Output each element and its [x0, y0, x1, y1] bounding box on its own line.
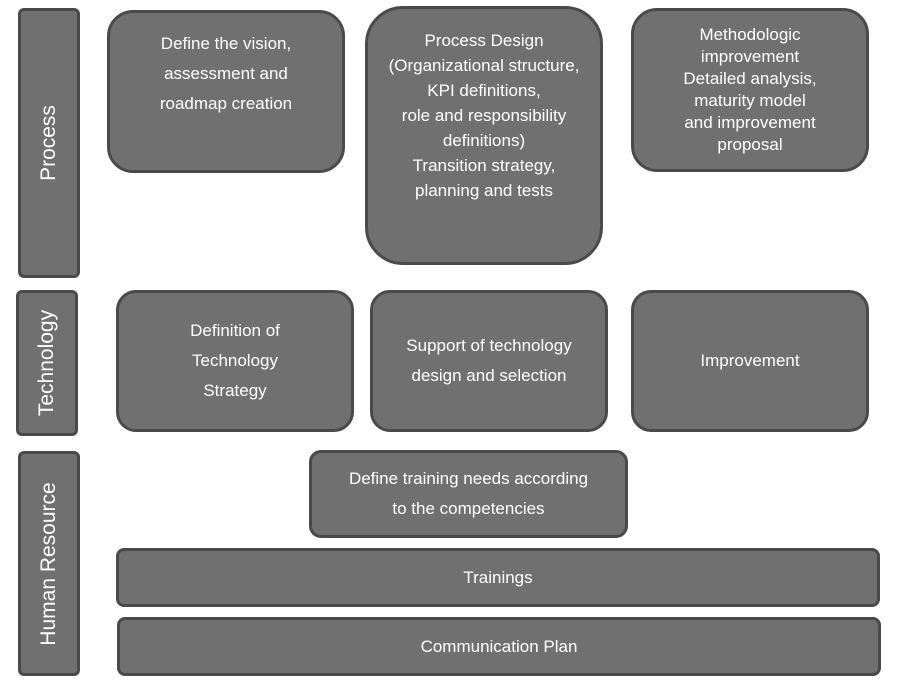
box-technology-strategy: Definition of Technology Strategy	[116, 290, 354, 432]
box-communication-plan-text: Communication Plan	[420, 636, 578, 656]
row-label-technology: Technology	[16, 290, 78, 436]
box-methodologic-improvement: Methodologic improvement Detailed analys…	[631, 8, 869, 172]
row-label-human-resource-text: Human Resource	[37, 481, 60, 646]
row-label-technology-text: Technology	[35, 309, 58, 417]
row-label-process: Process	[18, 8, 80, 278]
box-training-needs-text: Define training needs according to the c…	[348, 469, 589, 518]
row-label-human-resource: Human Resource	[18, 451, 80, 676]
box-trainings: Trainings	[116, 548, 880, 607]
box-training-needs: Define training needs according to the c…	[309, 450, 628, 538]
box-process-design: Process Design (Organizational structure…	[365, 6, 603, 265]
box-trainings-text: Trainings	[463, 567, 533, 587]
row-label-process-text: Process	[37, 105, 60, 181]
box-process-design-text: Process Design (Organizational structure…	[388, 31, 580, 200]
box-improvement-text: Improvement	[700, 351, 800, 370]
box-methodologic-improvement-text: Methodologic improvement Detailed analys…	[683, 25, 817, 154]
box-improvement: Improvement	[631, 290, 869, 432]
box-define-vision: Define the vision, assessment and roadma…	[107, 10, 345, 173]
box-communication-plan: Communication Plan	[117, 617, 881, 676]
box-define-vision-text: Define the vision, assessment and roadma…	[159, 33, 293, 113]
box-technology-support: Support of technology design and selecti…	[370, 290, 608, 432]
box-technology-strategy-text: Definition of Technology Strategy	[190, 321, 280, 400]
box-technology-support-text: Support of technology design and selecti…	[406, 336, 572, 385]
